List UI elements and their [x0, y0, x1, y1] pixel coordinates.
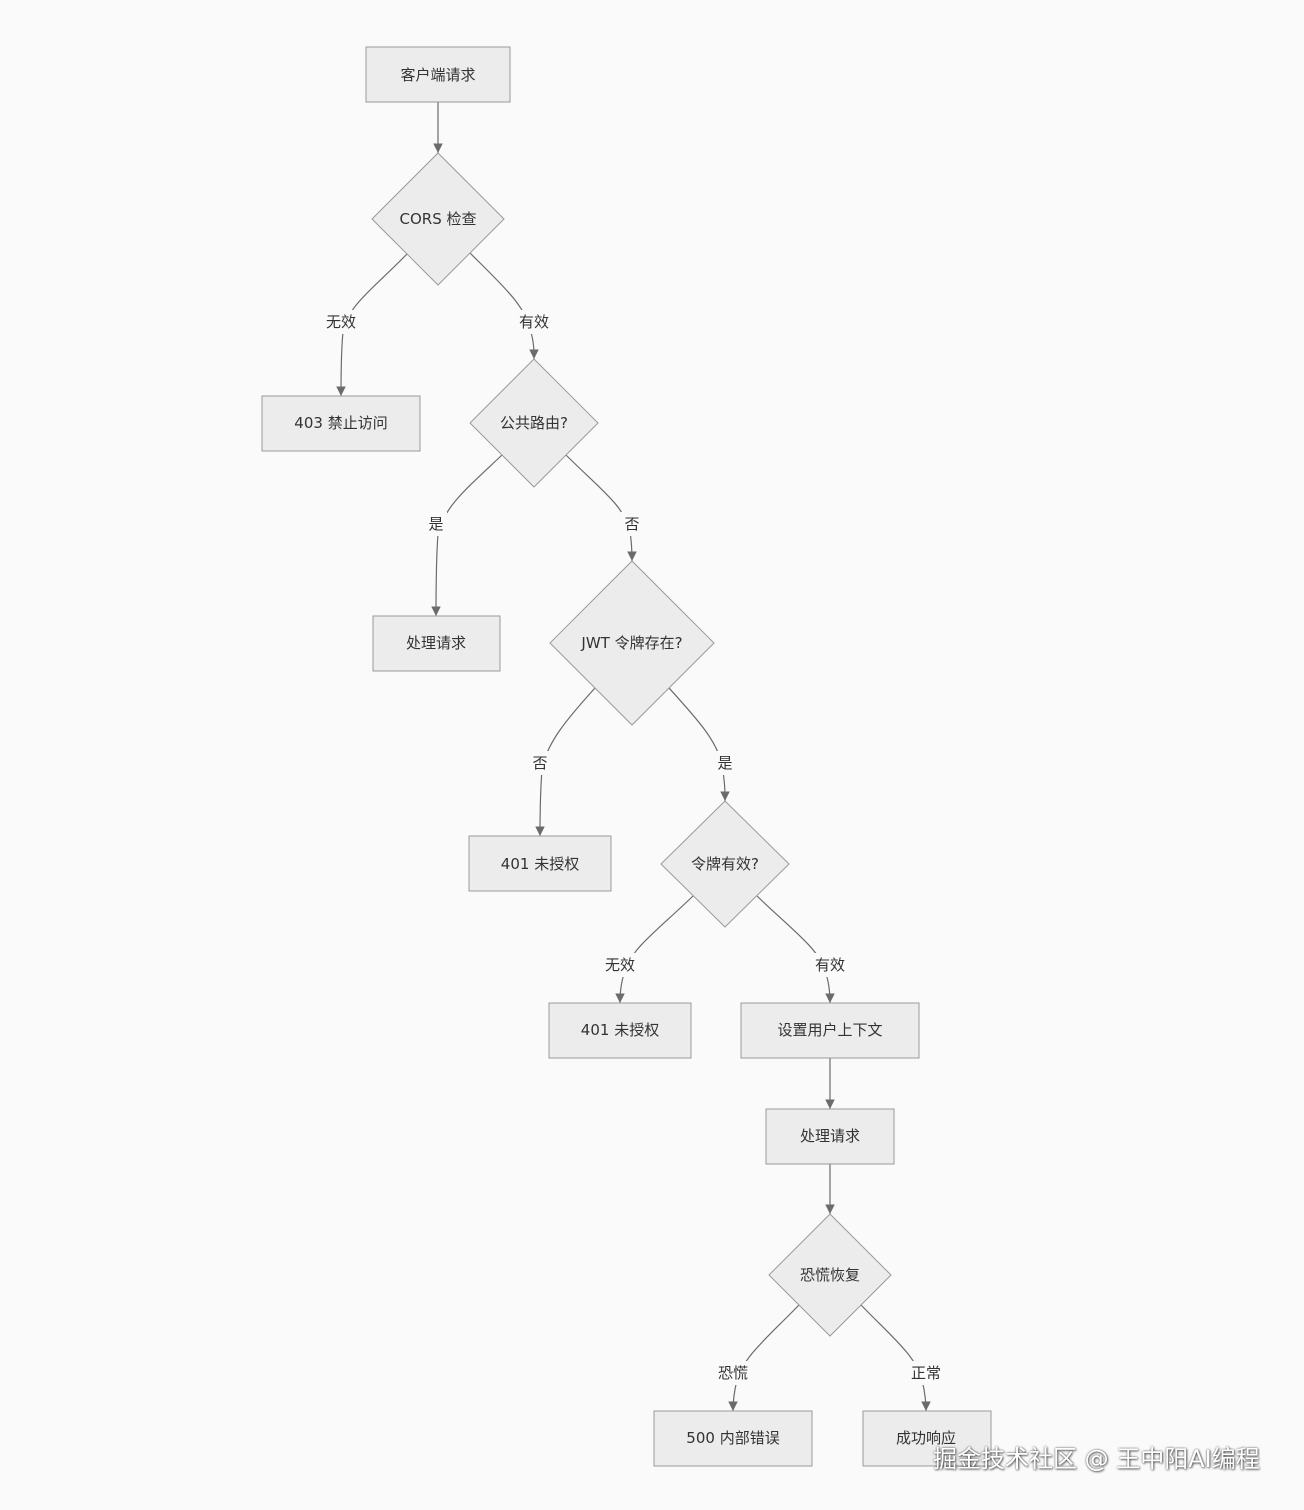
edge-labels: 无效 有效 是 否 否 是 — [322, 310, 945, 1385]
node-panic-recovery: 恐慌恢复 — [768, 1213, 892, 1337]
edge-label-text: 正常 — [911, 1364, 941, 1382]
node-forbidden-403: 403 禁止访问 — [261, 395, 421, 452]
process-box — [862, 1410, 992, 1467]
process-box — [372, 615, 501, 672]
edge-label-text: 是 — [717, 754, 732, 772]
node-label: 500 内部错误 — [686, 1429, 779, 1447]
node-unauthorized-401-invalid: 401 未授权 — [548, 1002, 692, 1059]
edge-label-text: 恐慌 — [718, 1364, 748, 1382]
node-label: 设置用户上下文 — [777, 1021, 882, 1039]
nodes: 客户端请求 CORS 检查 403 禁止访问 公共路由? 处理请求 JWT 令牌 — [261, 46, 992, 1467]
node-label: 处理请求 — [406, 634, 466, 652]
edges — [336, 102, 931, 1412]
edge-token-valid-to-401 — [615, 895, 694, 1004]
edge-label-jwt-no: 否 — [529, 751, 551, 775]
node-success-response: 成功响应 — [862, 1410, 992, 1467]
node-client-request: 客户端请求 — [365, 46, 511, 103]
edge-label-cors-invalid: 无效 — [322, 310, 360, 334]
watermark: 掘金技术社区 @ 王中阳AI编程 — [933, 1445, 1260, 1473]
node-label: 处理请求 — [800, 1127, 860, 1145]
node-cors-check: CORS 检查 — [371, 152, 505, 286]
node-label: 令牌有效? — [691, 855, 759, 873]
edge-label-jwt-yes: 是 — [714, 751, 736, 775]
edge-label-public-no: 否 — [621, 512, 643, 536]
node-token-valid: 令牌有效? — [660, 800, 790, 928]
decision-diamond — [660, 800, 790, 928]
decision-diamond — [469, 358, 599, 488]
edge-label-token-invalid: 无效 — [601, 953, 639, 977]
node-label: 客户端请求 — [400, 66, 475, 84]
node-label: 403 禁止访问 — [294, 414, 387, 432]
decision-diamond — [768, 1213, 892, 1337]
decision-diamond — [371, 152, 505, 286]
node-label: CORS 检查 — [400, 210, 477, 228]
node-label: 401 未授权 — [581, 1021, 659, 1039]
process-box — [365, 46, 511, 103]
edge-label-text: 有效 — [815, 956, 845, 974]
node-handle-request-public: 处理请求 — [372, 615, 501, 672]
edge-label-text: 否 — [532, 754, 547, 772]
node-jwt-token-exists: JWT 令牌存在? — [549, 560, 715, 726]
edge-label-normal: 正常 — [907, 1361, 945, 1385]
node-label: 401 未授权 — [501, 855, 579, 873]
edge-label-cors-valid: 有效 — [515, 310, 553, 334]
edge-label-text: 否 — [624, 515, 639, 533]
process-box — [653, 1410, 813, 1467]
process-box — [765, 1108, 895, 1165]
node-internal-error-500: 500 内部错误 — [653, 1410, 813, 1467]
edge-label-text: 有效 — [519, 313, 549, 331]
edge-panic-recovery-to-success — [860, 1304, 931, 1412]
decision-diamond — [549, 560, 715, 726]
node-unauthorized-401-missing: 401 未授权 — [468, 835, 612, 892]
node-label: JWT 令牌存在? — [580, 634, 682, 652]
process-box — [468, 835, 612, 892]
edge-token-valid-to-set-context — [756, 895, 835, 1004]
edge-panic-recovery-to-500 — [728, 1304, 800, 1412]
edge-jwt-check-to-token-valid — [668, 687, 730, 802]
edge-label-public-yes: 是 — [425, 512, 447, 536]
edge-label-token-valid: 有效 — [811, 953, 849, 977]
edge-label-text: 无效 — [605, 956, 635, 974]
process-box — [740, 1002, 920, 1059]
edge-label-text: 是 — [428, 515, 443, 533]
node-public-route: 公共路由? — [469, 358, 599, 488]
node-handle-request: 处理请求 — [765, 1108, 895, 1165]
process-box — [261, 395, 421, 452]
node-set-user-context: 设置用户上下文 — [740, 1002, 920, 1059]
node-label: 成功响应 — [896, 1429, 956, 1447]
node-label: 恐慌恢复 — [800, 1266, 860, 1284]
process-box — [548, 1002, 692, 1059]
node-label: 公共路由? — [500, 414, 568, 432]
edge-label-text: 无效 — [326, 313, 356, 331]
edge-public-route-to-jwt-check — [565, 454, 637, 562]
edge-label-panic: 恐慌 — [714, 1361, 752, 1385]
edge-cors-to-public-route — [469, 252, 539, 360]
